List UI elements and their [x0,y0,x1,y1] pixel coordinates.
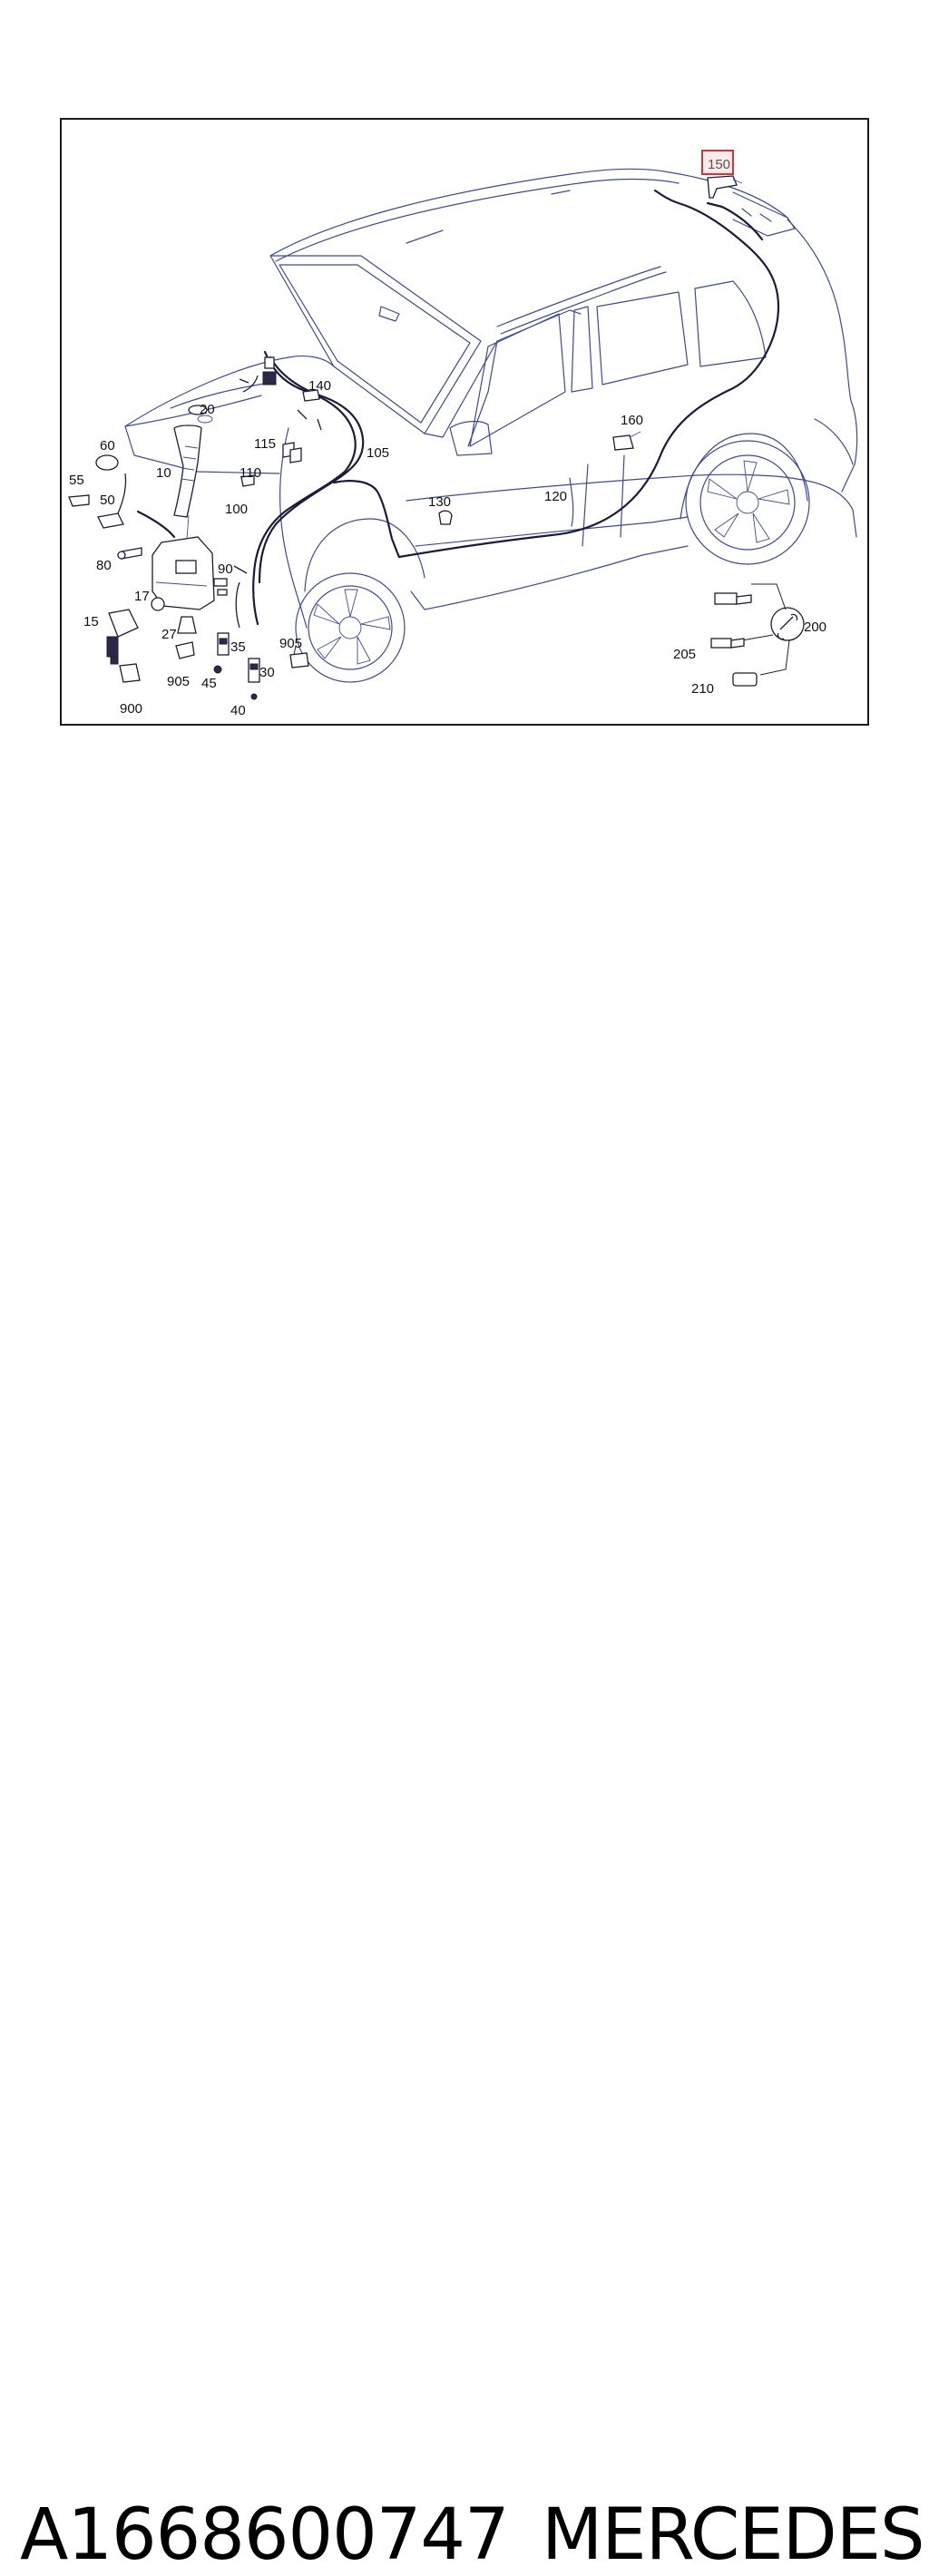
callout-labels: 10 15 17 20 27 30 35 40 45 50 55 60 80 9… [69,378,826,718]
callout-110: 110 [240,465,261,481]
part-150-connector [707,175,738,199]
callout-115: 115 [254,436,276,452]
callout-60: 60 [100,438,115,454]
callout-17: 17 [134,589,150,604]
tools-group [710,583,805,687]
callout-905-left: 905 [167,674,190,689]
callout-50: 50 [100,493,115,508]
parts-diagram: 10 15 17 20 27 30 35 40 45 50 55 60 80 9… [68,150,858,718]
callout-210: 210 [691,681,714,697]
callout-30: 30 [259,665,275,680]
callout-105: 105 [367,445,389,461]
callout-27: 27 [161,627,177,642]
vehicle-outline [124,168,858,683]
callout-55: 55 [69,473,84,488]
caption-bar: A1668600747 MERCEDES [0,1250,929,2576]
callout-10: 10 [156,465,171,481]
callout-40: 40 [230,703,246,718]
callout-130: 130 [428,494,451,510]
callout-160: 160 [621,413,643,428]
callout-90: 90 [218,561,233,577]
callout-140: 140 [308,378,331,394]
callout-100: 100 [225,502,248,517]
filler-neck [173,424,202,518]
part-number-text: A1668600747 [20,2494,510,2576]
callout-20: 20 [200,402,215,417]
callout-200: 200 [804,620,826,635]
callout-120: 120 [544,489,567,504]
parts-group [68,175,743,700]
callout-905-right: 905 [279,636,302,651]
highlighted-callout-150[interactable]: 150 [701,150,734,175]
parts-diagram-frame: 10 15 17 20 27 30 35 40 45 50 55 60 80 9… [60,118,869,726]
callout-15: 15 [83,614,99,629]
callout-150: 150 [708,157,730,172]
callout-900: 900 [120,701,142,717]
brand-text: MERCEDES [542,2494,924,2576]
callout-45: 45 [201,676,217,691]
callout-150-highlight-box [701,150,734,175]
leader-lines [293,645,297,656]
callout-80: 80 [96,558,112,573]
callout-205: 205 [673,647,696,662]
callout-35: 35 [230,639,246,655]
